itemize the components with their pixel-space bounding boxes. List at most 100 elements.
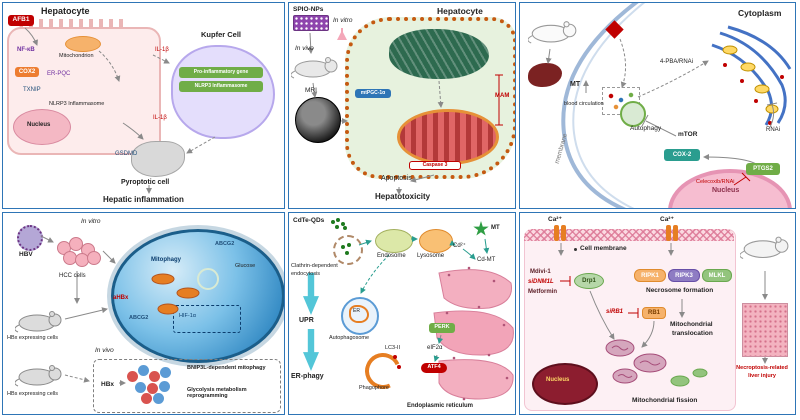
mouse-photo bbox=[740, 236, 789, 259]
autophagosome-label: Autophagosome bbox=[329, 335, 370, 341]
mt-label: MT bbox=[491, 225, 500, 231]
nfkb-label: NF-κB bbox=[17, 47, 35, 53]
cell-membrane-label: Cell membrane bbox=[580, 245, 627, 252]
lc3-label: LC3-II bbox=[385, 345, 400, 351]
panel-spio-nps: SPIO-NPs In vitro In vivo MRI Hepatocyte… bbox=[288, 2, 516, 209]
in-vitro-label: In vitro bbox=[333, 17, 353, 24]
necrosome-label: Necrosome formation bbox=[646, 287, 714, 294]
cytoplasm-label: Cytoplasm bbox=[738, 8, 782, 18]
erphagy-label: ER-phagy bbox=[291, 373, 324, 380]
panel-hbv-mitophagy: In vitro HBV HCC cells HBx expressing ce… bbox=[2, 212, 285, 415]
cdmt-label: Cd-MT bbox=[477, 257, 496, 263]
mitochondrion-label: Mitochondrion bbox=[59, 53, 94, 59]
cell-membrane-band bbox=[524, 229, 734, 241]
pro-inflammatory-box: Pro-inflammatory gene bbox=[179, 67, 263, 78]
glycolysis-label: Glycolysis metabolism reprogramming bbox=[187, 387, 247, 400]
pyroptotic-cell-shape bbox=[131, 141, 185, 177]
mito-fission-label: Mitochondrial fission bbox=[632, 397, 698, 404]
lc3-dot-1 bbox=[393, 355, 397, 359]
mouse-icon-2 bbox=[15, 365, 62, 387]
cd-label: Cd²⁺ bbox=[453, 243, 466, 249]
upr-arrow bbox=[303, 273, 319, 315]
rb1-box: RB1 bbox=[642, 307, 666, 319]
hepatic-inflammation-label: Hepatic inflammation bbox=[103, 195, 184, 204]
lysosome-shape bbox=[419, 229, 453, 253]
panel2-title: Hepatocyte bbox=[437, 6, 483, 16]
er-structure bbox=[389, 29, 489, 79]
upr-label: UPR bbox=[299, 317, 314, 324]
ahbx-label: aHBx bbox=[113, 295, 129, 301]
qds-label: CdTe-QDs bbox=[293, 217, 325, 224]
clathrin-vesicle bbox=[333, 235, 363, 265]
pyroptotic-label: Pyroptotic cell bbox=[121, 179, 170, 186]
ripk3-box: RIPK3 bbox=[668, 269, 700, 282]
kupffer-title: Kupfer Cell bbox=[201, 30, 242, 39]
hcc-cells-label: HCC cells bbox=[59, 273, 86, 279]
panel-necroptosis: Ca²⁺ Ca²⁺ Cell membrane Mdivi-1 siDNM1L … bbox=[519, 212, 796, 415]
autophagosome-shape bbox=[620, 101, 646, 127]
hbx-label: HBx bbox=[101, 381, 115, 388]
mitophagy-label: Mitophagy bbox=[151, 257, 181, 263]
injury-label-2: liver injury bbox=[748, 373, 776, 379]
ripk1-box: RIPK1 bbox=[634, 269, 666, 282]
atf4-pill: ATF4 bbox=[421, 363, 447, 373]
ca-label-1: Ca²⁺ bbox=[548, 216, 562, 223]
ca-channel-1 bbox=[554, 225, 559, 241]
eif2a-label: eIF2α bbox=[427, 345, 443, 351]
mri-label: MRI bbox=[305, 87, 317, 94]
mitochondrion-shape bbox=[397, 109, 499, 165]
pba-rnai-label: 4-PBA/RNAi bbox=[660, 59, 694, 65]
panel1-title: Hepatocyte bbox=[41, 6, 90, 16]
il1b-top-label: IL-1β bbox=[155, 47, 169, 53]
ptgs2-box: PTGS2 bbox=[746, 163, 780, 175]
rnai-label: RNAi bbox=[766, 127, 781, 133]
abcg2-label-a: ABCG2 bbox=[129, 315, 149, 321]
hbx-cells-label: HBx expressing cells bbox=[7, 335, 59, 341]
mito-translocation-label-2: translocation bbox=[672, 330, 713, 337]
hbv-virus-icon bbox=[17, 225, 43, 251]
mam-label: MAM bbox=[495, 93, 510, 99]
mri-image bbox=[295, 97, 341, 143]
celecoxib-label: Celecoxib/RNAi bbox=[696, 179, 735, 185]
hcc-cell-cluster bbox=[57, 237, 103, 269]
hepatocyte-sphere bbox=[111, 229, 284, 363]
flask-icon bbox=[337, 28, 347, 40]
in-vivo-label: In vivo bbox=[295, 45, 314, 52]
metformin-label: Metformin bbox=[528, 289, 557, 295]
nucleus-label: Nucleus bbox=[27, 122, 51, 128]
glucose-label: Glucose bbox=[235, 263, 256, 269]
afb1-badge: AFB1 bbox=[8, 15, 34, 26]
er-fragment bbox=[349, 305, 369, 323]
autophagy-label: Autophagy bbox=[630, 125, 662, 132]
txnip-label: TXNIP bbox=[23, 87, 41, 93]
nucleus-shape bbox=[532, 363, 598, 405]
summary-dashed-box bbox=[93, 359, 281, 413]
ca-channel-2b bbox=[673, 225, 678, 241]
clathrin-label-1: Clathrin-dependent bbox=[291, 263, 338, 269]
nucleus-label: Nucleus bbox=[712, 187, 740, 194]
mouse-icon bbox=[291, 57, 338, 79]
ca-channel-2 bbox=[666, 225, 671, 241]
bnip3l-label: BNIP3L-dependent mitophagy bbox=[187, 365, 266, 371]
ca-label-2: Ca²⁺ bbox=[660, 216, 674, 223]
panel-afb1-nlrp3: Hepatocyte AFB1 NF-κB Mitochondrion COX2… bbox=[2, 2, 285, 209]
mouse-icon bbox=[15, 311, 62, 333]
cox2-box: COX2 bbox=[15, 67, 39, 77]
nucleus-label: Nucleus bbox=[546, 377, 570, 383]
hepatotoxicity-label: Hepatotoxicity bbox=[375, 192, 431, 201]
mtpgc-box: mtPGC-1α bbox=[355, 89, 391, 98]
microvilli bbox=[19, 19, 129, 28]
sidnm1l-label: siDNM1L bbox=[528, 279, 554, 285]
nanomaterial-diamond bbox=[605, 20, 624, 39]
sirb1-label: siRB1 bbox=[606, 309, 624, 315]
hbv-label: HBV bbox=[19, 251, 33, 258]
lc3-dot-2 bbox=[397, 365, 401, 369]
panel-cdte-qds: CdTe-QDs Clathrin-dependent endocytosis … bbox=[288, 212, 516, 415]
pathway-dashed-box bbox=[173, 305, 241, 333]
liver-histology-image bbox=[742, 303, 788, 357]
gsdmd-label: GSDMD bbox=[115, 151, 138, 157]
hbs-cells-label: HBs expressing cells bbox=[7, 391, 59, 397]
apoptosis-label: Apoptosis bbox=[381, 175, 412, 182]
nlrp3-hepatocyte-label: NLRP3 Inflammasome bbox=[49, 101, 105, 107]
